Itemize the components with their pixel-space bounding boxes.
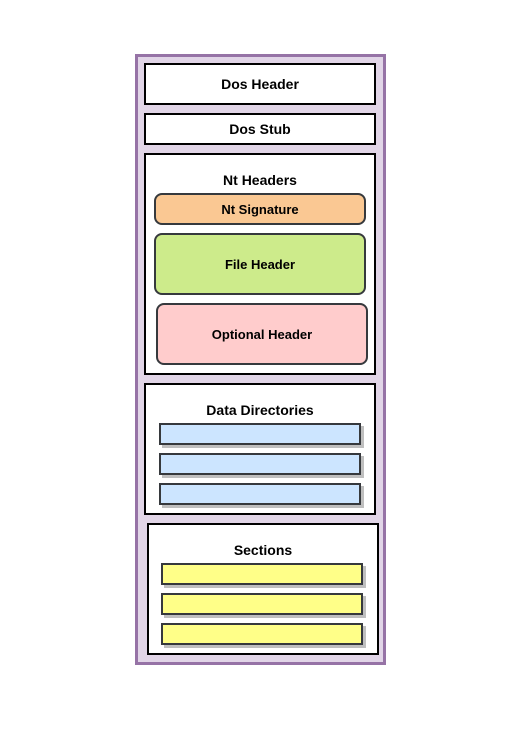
- dos-header-label: Dos Header: [221, 76, 299, 92]
- data-directory-entry: [159, 453, 361, 475]
- nt-signature-label: Nt Signature: [221, 201, 299, 217]
- dos-stub-box: Dos Stub: [144, 113, 376, 145]
- dos-header-box: Dos Header: [144, 63, 376, 105]
- file-header-label: File Header: [224, 256, 296, 272]
- sections-title: Sections: [233, 542, 293, 558]
- data-directories-title: Data Directories: [206, 402, 314, 418]
- data-directory-entry: [159, 483, 361, 505]
- file-header-box: File Header: [154, 233, 366, 295]
- section-entry: [161, 593, 363, 615]
- section-entry: [161, 623, 363, 645]
- data-directory-entry: [159, 423, 361, 445]
- optional-header-label: Optional Header: [211, 326, 313, 342]
- nt-headers-title: Nt Headers: [223, 172, 297, 188]
- nt-signature-box: Nt Signature: [154, 193, 366, 225]
- section-entry: [161, 563, 363, 585]
- optional-header-box: Optional Header: [156, 303, 368, 365]
- dos-stub-label: Dos Stub: [229, 121, 291, 137]
